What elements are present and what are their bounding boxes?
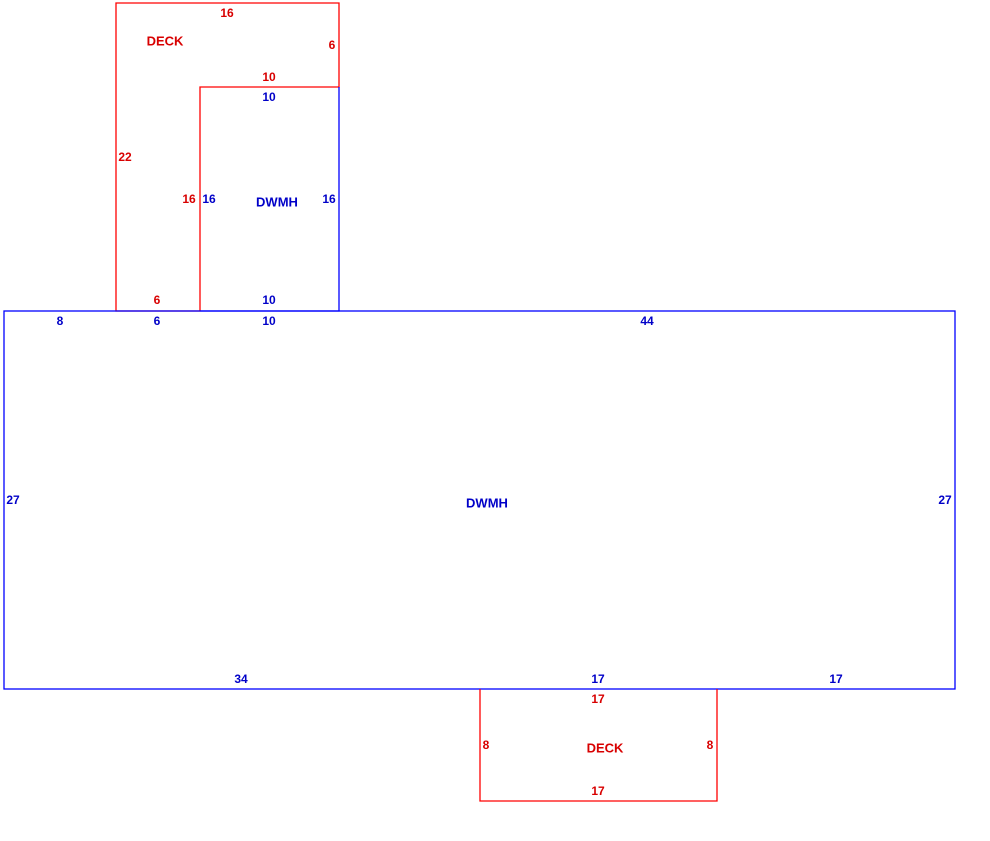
lower-deck-left-dimension: 8 [483, 738, 490, 752]
upper-deck-left-dimension: 22 [118, 150, 132, 164]
upper-deck-top-dimension: 16 [220, 6, 234, 20]
small-dwmh-right-dimension: 16 [322, 192, 336, 206]
upper-deck-bottom-dimension: 6 [154, 293, 161, 307]
upper-deck-name: DECK [147, 33, 184, 48]
main-dwmh-left-dimension: 27 [6, 493, 20, 507]
main-dwmh-top-dimension-a: 8 [57, 314, 64, 328]
lower-deck [479, 689, 718, 802]
main-dwmh-bottom-dimension-a: 34 [234, 672, 248, 686]
small-dwmh-bottom-dimension: 10 [262, 293, 276, 307]
main-dwmh-name: DWMH [466, 495, 508, 510]
small-dwmh-top-dimension: 10 [262, 90, 276, 104]
lower-deck-top-dimension: 17 [591, 692, 605, 706]
lower-deck-outline [479, 689, 718, 802]
lower-deck-right-dimension: 8 [707, 738, 714, 752]
upper-deck-right-dimension: 6 [329, 38, 336, 52]
main-dwmh-bottom-dimension-c: 17 [829, 672, 843, 686]
upper-deck-outline [115, 2, 340, 312]
main-dwmh-top-dimension-c: 10 [262, 314, 276, 328]
upper-deck [115, 2, 340, 312]
upper-deck-inner-left-dimension: 16 [182, 192, 196, 206]
main-dwmh-right-dimension: 27 [938, 493, 952, 507]
lower-deck-bottom-dimension: 17 [591, 784, 605, 798]
main-dwmh-top-dimension-b: 6 [154, 314, 161, 328]
main-dwmh-top-dimension-d: 44 [640, 314, 654, 328]
upper-deck-inner-top-dimension: 10 [262, 70, 276, 84]
small-dwmh-name: DWMH [256, 194, 298, 209]
small-dwmh-left-dimension: 16 [202, 192, 216, 206]
lower-deck-name: DECK [587, 740, 624, 755]
main-dwmh-bottom-dimension-b: 17 [591, 672, 605, 686]
